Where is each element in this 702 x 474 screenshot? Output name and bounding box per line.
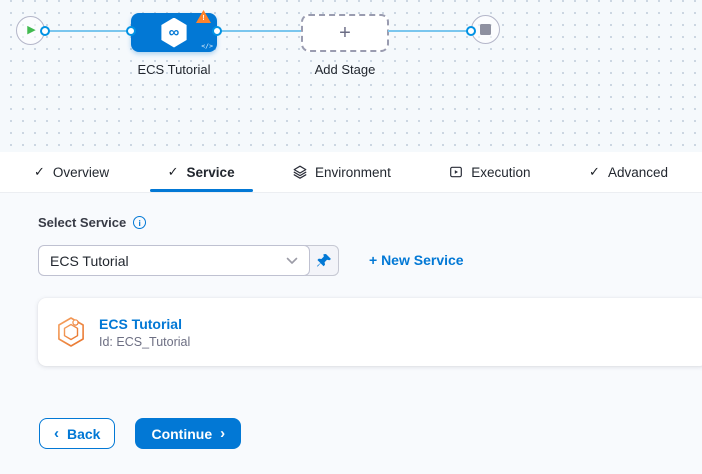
service-select-dropdown[interactable]: ECS Tutorial (38, 245, 310, 276)
chevron-right-icon: › (220, 425, 226, 442)
service-card-id: Id: ECS_Tutorial (99, 334, 191, 349)
check-icon: ✓ (589, 164, 600, 179)
warning-icon: ! (196, 10, 211, 23)
stage-node-ecs-tutorial[interactable]: ∞ ! </> (131, 10, 217, 52)
new-service-link[interactable]: + New Service (369, 252, 464, 268)
tab-overview-label: Overview (52, 164, 110, 180)
service-card[interactable]: ECS Tutorial Id: ECS_Tutorial (38, 298, 702, 366)
pipeline-canvas: ▶ ∞ ! </> ECS Tutorial + Add Stage (0, 0, 702, 152)
stage-tabbar: ✓ Overview ✓ Service Environment (0, 152, 702, 193)
service-hexagon-icon (56, 316, 86, 348)
edge-start-to-stage (45, 30, 129, 32)
service-card-text: ECS Tutorial Id: ECS_Tutorial (99, 316, 190, 349)
play-icon: ▶ (27, 24, 36, 36)
tab-overview[interactable]: ✓ Overview (16, 152, 127, 192)
info-icon[interactable]: i (133, 216, 147, 229)
end-node-port[interactable] (466, 26, 476, 36)
continue-button[interactable]: Continue › (135, 418, 242, 449)
footer-actions: ‹ Back Continue › (39, 418, 242, 449)
check-icon: ✓ (34, 164, 45, 179)
tab-environment[interactable]: Environment (275, 152, 409, 192)
edge-addstage-to-end (388, 30, 474, 32)
edge-stage-to-addstage (220, 30, 304, 32)
environment-icon (293, 165, 307, 179)
check-icon: ✓ (167, 164, 179, 179)
tab-service-label: Service (186, 164, 235, 180)
service-select-row: ECS Tutorial (38, 245, 339, 276)
stop-icon (480, 24, 491, 35)
chevron-down-icon (286, 257, 298, 265)
execution-icon (449, 165, 463, 179)
stage-left-port[interactable] (126, 26, 136, 36)
select-service-label: Select Service i (38, 215, 147, 230)
plus-icon: + (339, 22, 351, 44)
service-card-title[interactable]: ECS Tutorial (99, 315, 182, 332)
pin-button[interactable] (305, 245, 339, 276)
code-icon: </> (201, 42, 213, 50)
pin-icon (316, 253, 332, 269)
tab-service[interactable]: ✓ Service (149, 152, 253, 192)
tab-advanced-label: Advanced (607, 164, 668, 180)
chevron-left-icon: ‹ (54, 425, 59, 442)
start-node-port[interactable] (40, 26, 50, 36)
add-stage-button[interactable]: + (301, 14, 389, 52)
tab-advanced[interactable]: ✓ Advanced (571, 152, 686, 192)
tab-environment-label: Environment (315, 164, 391, 180)
stage-right-port[interactable] (212, 26, 222, 36)
infinity-icon: ∞ (168, 24, 180, 41)
back-button[interactable]: ‹ Back (39, 418, 116, 449)
stage-label: ECS Tutorial (137, 62, 211, 77)
service-select-value: ECS Tutorial (50, 252, 129, 269)
tab-execution[interactable]: Execution (431, 152, 548, 192)
add-stage-label: Add Stage (314, 62, 376, 77)
tab-execution-label: Execution (471, 164, 531, 180)
cd-stage-icon: ∞ (161, 17, 187, 48)
